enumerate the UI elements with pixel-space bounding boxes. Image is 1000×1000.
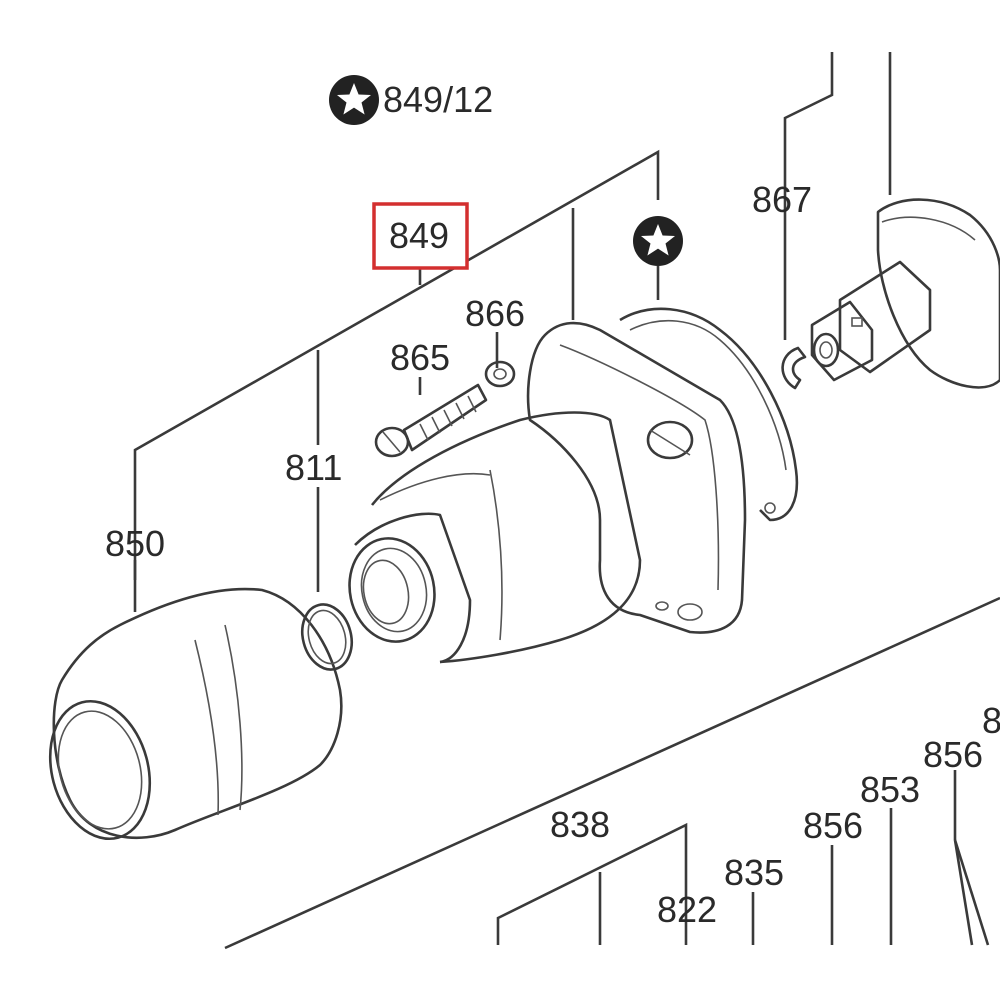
label-850: 850 [105,523,165,564]
label-866: 866 [465,293,525,334]
label-838: 838 [550,804,610,845]
label-853: 853 [860,769,920,810]
label-867: 867 [752,179,812,220]
label-849: 849 [389,215,449,256]
label-865: 865 [390,337,450,378]
part-867-clip [781,346,807,390]
label-835: 835 [724,852,784,893]
part-866-washer [484,360,516,388]
part-anvil [810,198,1000,389]
part-gasket [619,307,799,522]
label-822: 822 [657,889,717,930]
part-865-screw [374,383,488,458]
label-856-upper: 856 [923,734,983,775]
highlight-box [372,202,469,270]
assembly-lines [133,52,1000,950]
label-856-lower: 856 [803,805,863,846]
star-badge-icon [329,75,379,125]
star-badge-icon [633,216,683,266]
part-labels: 849/12 849 867 866 865 811 850 838 835 8… [105,79,1000,930]
part-849-housing [348,321,747,664]
label-811: 811 [285,447,342,488]
label-8-partial: 8 [982,700,1000,741]
part-850-sleeve [48,587,343,841]
label-849-12: 849/12 [383,79,493,120]
part-811-o-ring [300,603,354,671]
